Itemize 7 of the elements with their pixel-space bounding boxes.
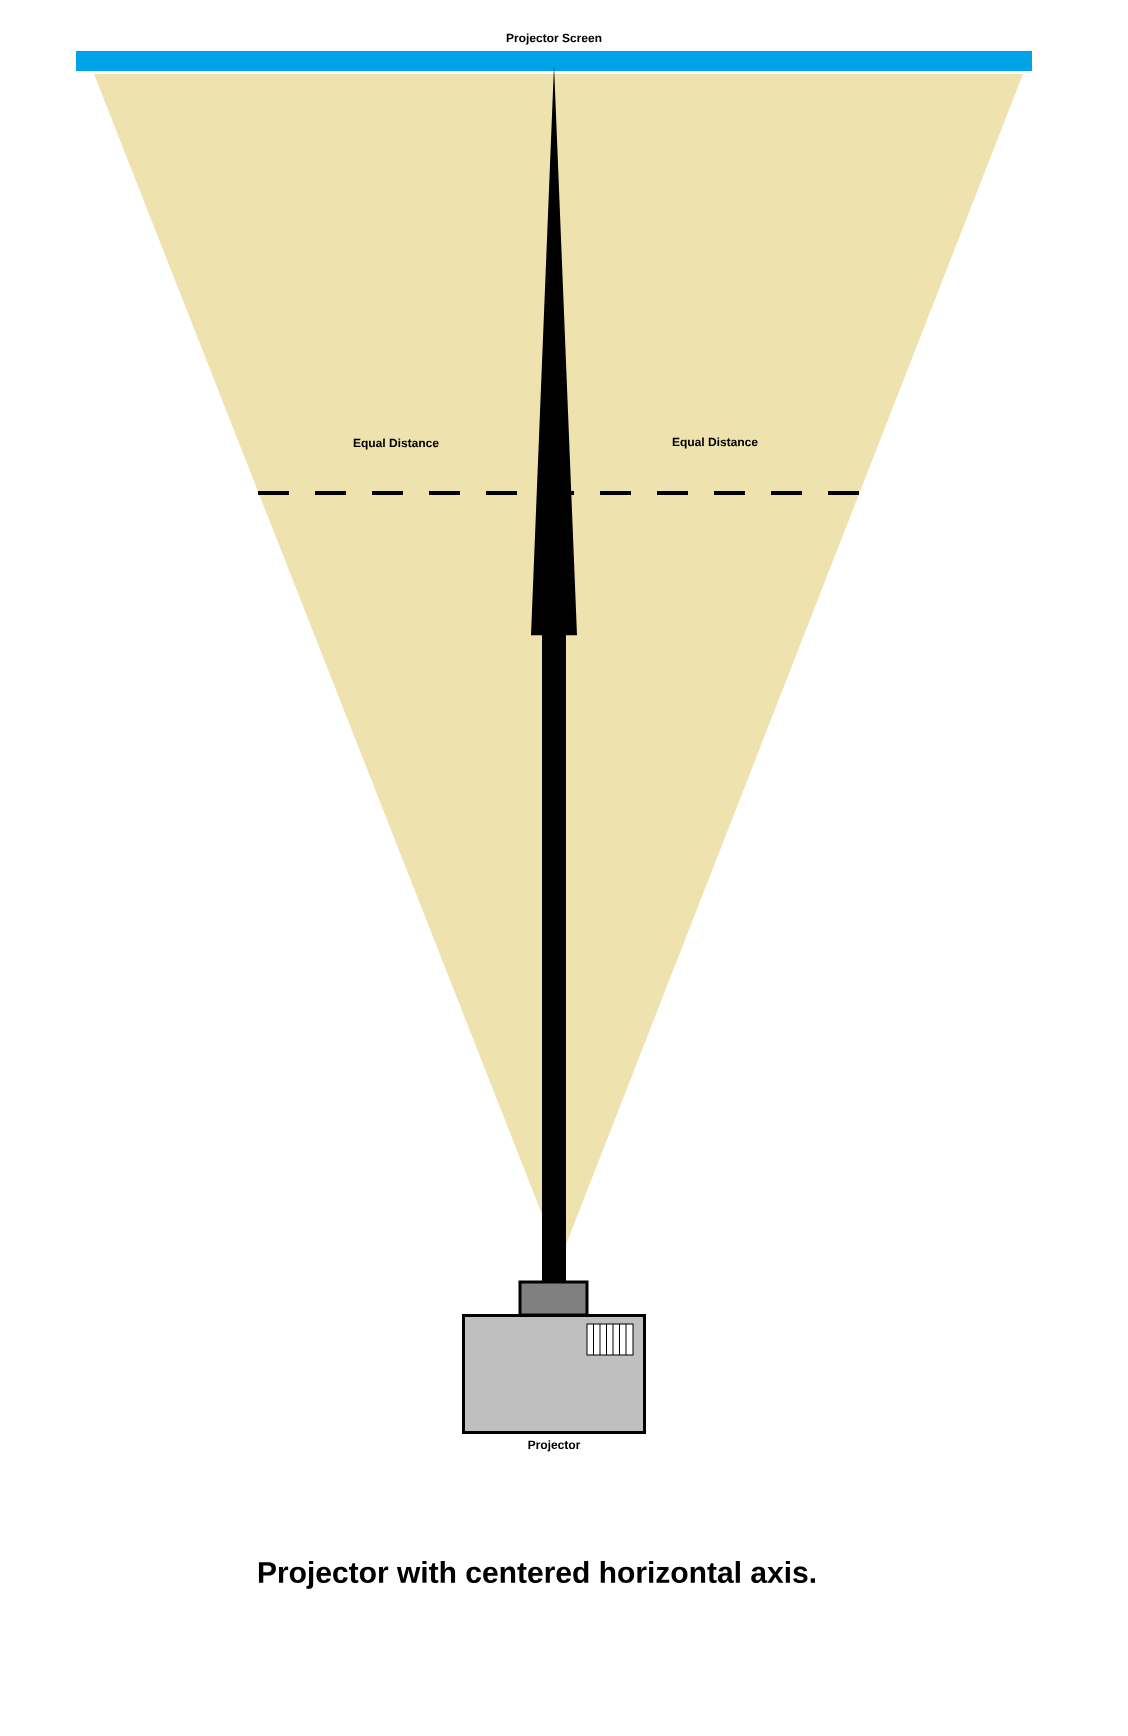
node-label: Projector (528, 1440, 581, 1452)
projector-screen: Projector Screen (76, 33, 1032, 71)
distance-label: Equal Distance (353, 438, 439, 450)
node-label: Projector Screen (506, 33, 602, 45)
caption: Projector with centered horizontal axis. (258, 1561, 815, 1589)
projector-drawing: Projector (462, 1280, 646, 1452)
distance-label: Equal Distance (672, 437, 758, 449)
